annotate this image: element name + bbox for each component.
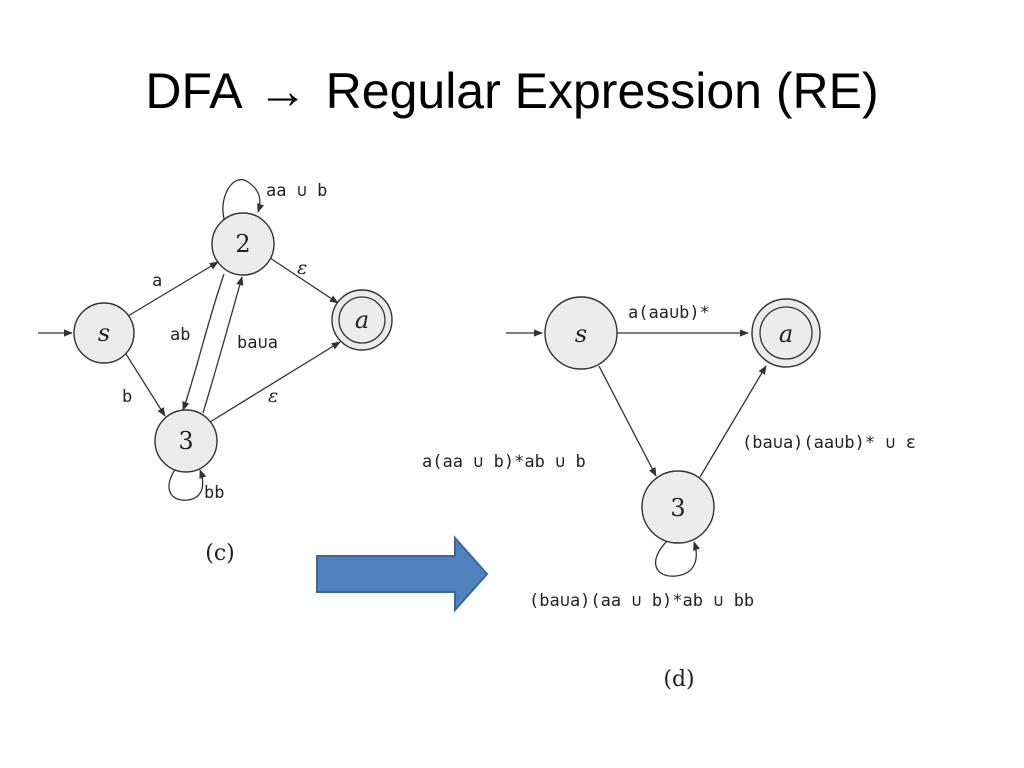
state-label: a — [779, 320, 793, 348]
right-arrow-icon: → — [257, 63, 308, 119]
edge-c-loop-3 — [168, 464, 207, 501]
edge-label: ab — [170, 325, 190, 345]
caption-d: (d) — [663, 667, 694, 692]
edge-label: a — [152, 271, 162, 291]
transform-arrow-icon — [316, 535, 489, 613]
edge-c-3-a — [209, 341, 341, 423]
state-c-3 — [154, 409, 218, 473]
accept-ring-d — [759, 306, 813, 360]
state-label: s — [575, 320, 587, 348]
diagram-c: s 2 3 a aa ∪ b a b ab ba∪a ε ε bb (c) — [38, 179, 393, 566]
slide-title: DFA → Regular Expression (RE) — [0, 62, 1024, 120]
edge-label: a(aa ∪ b)*ab ∪ b — [422, 452, 586, 472]
edge-label: (ba∪a)(aa∪b)* ∪ ε — [742, 433, 916, 453]
title-right: Regular Expression (RE) — [325, 63, 879, 119]
edge-label: ε — [268, 385, 278, 407]
edge-label: b — [122, 387, 132, 407]
edge-c-2-3 — [182, 273, 225, 411]
edge-label: bb — [204, 483, 224, 503]
edge-label: (ba∪a)(aa ∪ b)*ab ∪ bb — [529, 591, 754, 611]
edge-label: ba∪a — [237, 333, 278, 353]
state-d-3 — [641, 470, 715, 544]
edge-c-3-2 — [202, 276, 244, 414]
edge-label: ε — [297, 257, 307, 279]
edge-c-2-a — [269, 257, 339, 304]
diagram-d: s 3 a a(aa∪b)* a(aa ∪ b)*ab ∪ b (ba∪a)(a… — [422, 296, 916, 692]
edge-c-loop-2 — [222, 179, 265, 234]
state-label: 3 — [178, 427, 193, 455]
state-label: 2 — [235, 230, 250, 258]
edge-c-s-3 — [125, 353, 166, 417]
edge-label: a(aa∪b)* — [628, 303, 710, 323]
edge-d-3-a — [699, 365, 767, 478]
state-label: a — [355, 306, 369, 334]
accept-ring-c — [338, 296, 386, 344]
edge-d-s-3 — [598, 365, 657, 477]
state-label: s — [98, 319, 110, 347]
title-left: DFA — [145, 63, 240, 119]
edge-c-s-2 — [127, 261, 219, 317]
state-c-a — [331, 289, 393, 351]
state-label: 3 — [670, 494, 685, 522]
state-d-a — [751, 298, 821, 368]
state-d-s — [544, 296, 618, 370]
edge-label: aa ∪ b — [266, 181, 327, 201]
caption-c: (c) — [205, 541, 235, 566]
edge-d-loop-3 — [655, 539, 701, 577]
state-c-2 — [211, 212, 275, 276]
state-c-s — [73, 302, 135, 364]
